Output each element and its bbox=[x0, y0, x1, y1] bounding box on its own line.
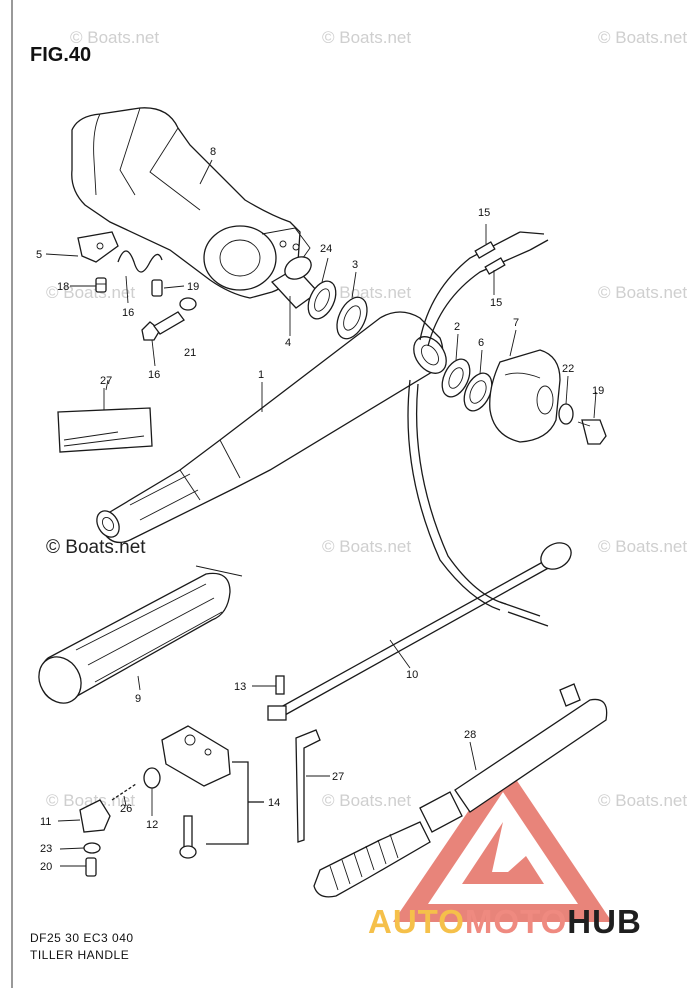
callout-15-bottom: 15 bbox=[490, 297, 502, 309]
brand-wordmark: AUTOMOTOHUB bbox=[368, 903, 642, 941]
callout-11: 11 bbox=[40, 816, 51, 828]
part-2-washer bbox=[441, 358, 471, 398]
callout-21: 20 bbox=[40, 861, 52, 873]
part-7-cover bbox=[489, 349, 561, 443]
callout-1: 1 bbox=[258, 369, 264, 381]
part-21-screw bbox=[85, 857, 97, 877]
part-23-washer bbox=[558, 403, 574, 425]
callout-18: 18 bbox=[57, 281, 69, 293]
diagram-caption: TILLER HANDLE bbox=[30, 948, 130, 962]
watermark: © Boats.net bbox=[598, 791, 688, 810]
part-14-stop-switch bbox=[111, 725, 264, 859]
part-8-handle-housing bbox=[71, 107, 311, 299]
part-4-sleeve bbox=[270, 256, 319, 309]
callout-23: 22 bbox=[562, 363, 574, 375]
part-1-tiller-arm bbox=[96, 311, 447, 544]
callout-20: 19 bbox=[592, 385, 604, 397]
callout-10: 10 bbox=[406, 669, 418, 681]
part-18-screw bbox=[95, 277, 107, 293]
callout-9: 9 bbox=[135, 693, 141, 705]
part-17-bolt bbox=[141, 311, 185, 341]
watermark: © Boats.net bbox=[70, 28, 160, 47]
callout-12: 12 bbox=[146, 819, 158, 831]
callout-19: 19 bbox=[187, 281, 199, 293]
part-9-grip bbox=[38, 565, 243, 704]
cable-arc bbox=[407, 379, 501, 611]
callout-5: 5 bbox=[36, 249, 42, 261]
figure-title: FIG.40 bbox=[30, 44, 92, 66]
callout-4: 4 bbox=[285, 337, 291, 349]
part-24-washer bbox=[83, 842, 101, 854]
watermark: © Boats.net bbox=[322, 283, 412, 302]
brand-part-3: HUB bbox=[567, 903, 642, 940]
callout-6: 6 bbox=[478, 337, 484, 349]
callout-24: 23 bbox=[40, 843, 52, 855]
callout-25: 24 bbox=[320, 243, 332, 255]
diagram-code: DF25 30 EC3 040 bbox=[30, 931, 134, 945]
watermark: © Boats.net bbox=[598, 537, 688, 556]
part-27-cable-tie bbox=[295, 729, 321, 843]
part-28-decal bbox=[57, 388, 153, 453]
callout-labels: 8 5 18 16 19 21 16 4 24 3 1 2 6 7 22 19 … bbox=[36, 146, 604, 873]
watermark: © Boats.net bbox=[598, 283, 688, 302]
brand-part-2: MOTO bbox=[464, 903, 568, 940]
watermark: © Boats.net bbox=[322, 537, 412, 556]
part-5-bracket bbox=[77, 231, 119, 263]
part-25-washer bbox=[307, 280, 337, 320]
callout-26: 26 bbox=[120, 803, 132, 815]
part-13-pin bbox=[275, 675, 285, 695]
callout-16: 16 bbox=[122, 307, 134, 319]
part-16-spring bbox=[117, 250, 163, 273]
part-3-ring bbox=[336, 296, 368, 340]
watermark: © Boats.net bbox=[598, 28, 688, 47]
part-10-stop-cable bbox=[267, 542, 572, 721]
part-20-bolt bbox=[577, 419, 607, 445]
callout-28: 27 bbox=[100, 375, 112, 387]
part-11-knob bbox=[79, 799, 111, 833]
callout-13: 13 bbox=[234, 681, 246, 693]
watermark: © Boats.net bbox=[322, 791, 412, 810]
callout-2: 2 bbox=[454, 321, 460, 333]
brand-part-1: AUTO bbox=[368, 903, 465, 940]
callout-3: 3 bbox=[352, 259, 358, 271]
part-6-ring bbox=[463, 372, 493, 412]
part-19-screw bbox=[151, 279, 197, 311]
callout-14: 14 bbox=[268, 797, 280, 809]
callout-7: 7 bbox=[513, 317, 519, 329]
callout-29: 28 bbox=[464, 729, 476, 741]
callout-17: 16 bbox=[148, 369, 160, 381]
part-15-throttle-cables bbox=[419, 231, 549, 347]
callout-15-top: 15 bbox=[478, 207, 490, 219]
leader-lines bbox=[45, 159, 597, 867]
watermark: © Boats.net bbox=[46, 283, 136, 302]
callout-27: 27 bbox=[332, 771, 344, 783]
part-29-extension bbox=[313, 683, 608, 898]
callout-8: 8 bbox=[210, 146, 216, 158]
watermark: © Boats.net bbox=[46, 791, 136, 810]
watermark: © Boats.net bbox=[322, 28, 412, 47]
callout-22: 21 bbox=[184, 347, 196, 359]
